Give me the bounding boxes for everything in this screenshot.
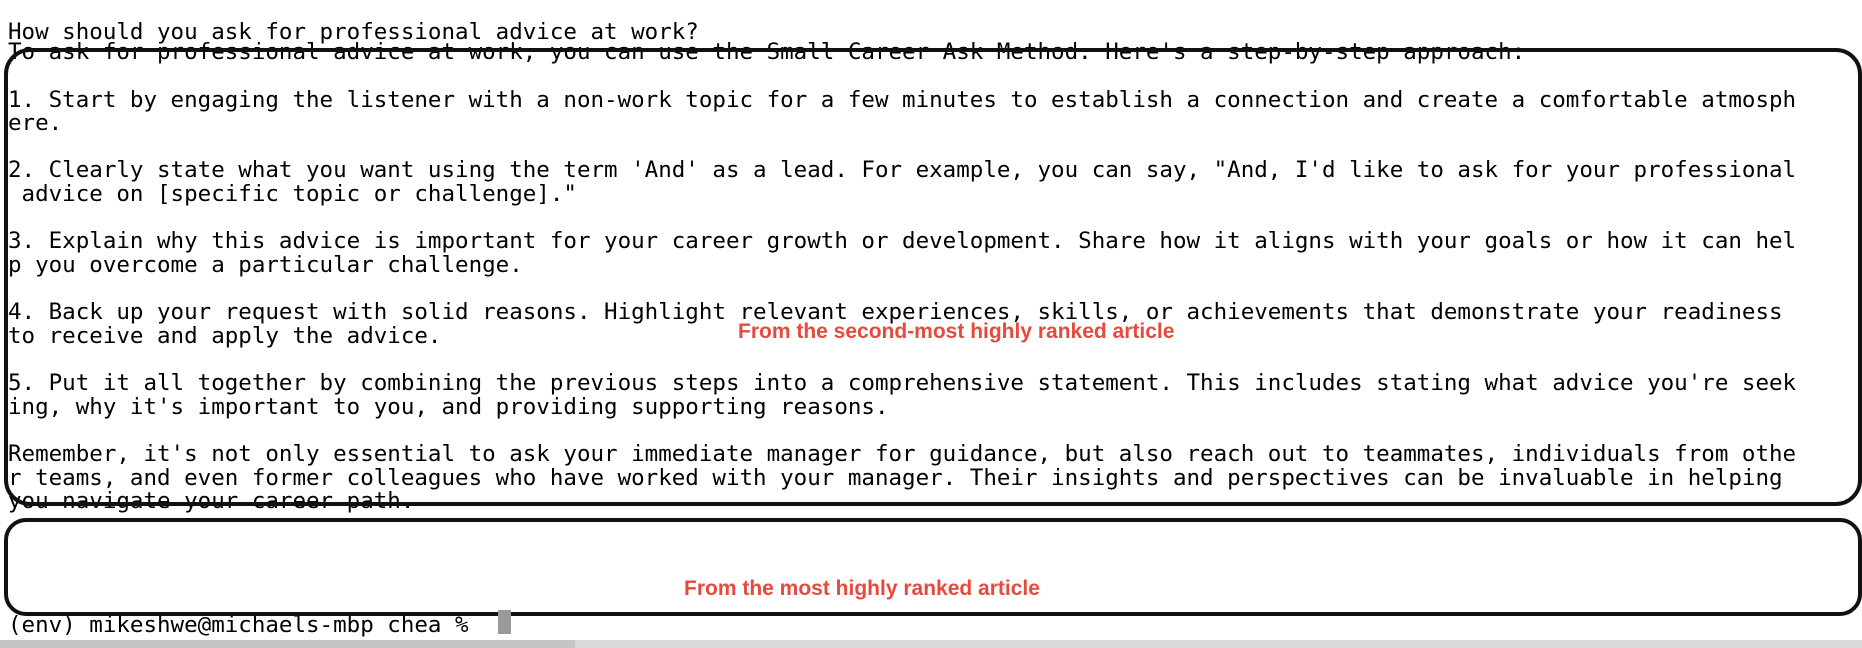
- terminal-line: To ask for professional advice at work, …: [8, 39, 1526, 65]
- terminal-line: p you overcome a particular challenge.: [8, 252, 523, 278]
- terminal-line: to receive and apply the advice.: [8, 323, 442, 349]
- terminal-line: r teams, and even former colleagues who …: [8, 465, 1783, 491]
- terminal-line: 5. Put it all together by combining the …: [8, 370, 1797, 396]
- text-cursor: [498, 610, 511, 634]
- annotation-second-article: From the second-most highly ranked artic…: [738, 320, 1175, 343]
- terminal-line: ere.: [8, 110, 63, 136]
- terminal-line-question: How should you ask for professional advi…: [8, 19, 699, 45]
- annotation-first-article: From the most highly ranked article: [684, 577, 1040, 600]
- terminal-line: ing, why it's important to you, and prov…: [8, 394, 889, 420]
- annotation-box-second-article: [4, 48, 1862, 506]
- terminal-line: Remember, it's not only essential to ask…: [8, 441, 1797, 467]
- shell-prompt[interactable]: (env) mikeshwe@michaels-mbp chea %: [8, 612, 483, 638]
- terminal-line: 2. Clearly state what you want using the…: [8, 157, 1797, 183]
- terminal-line: 4. Back up your request with solid reaso…: [8, 299, 1783, 325]
- terminal-line: 3. Explain why this advice is important …: [8, 228, 1797, 254]
- annotation-box-first-article: [4, 518, 1862, 616]
- terminal-line: 1. Start by engaging the listener with a…: [8, 87, 1797, 113]
- bottom-strip: [0, 640, 1862, 648]
- terminal-line: advice on [specific topic or challenge].…: [8, 181, 577, 207]
